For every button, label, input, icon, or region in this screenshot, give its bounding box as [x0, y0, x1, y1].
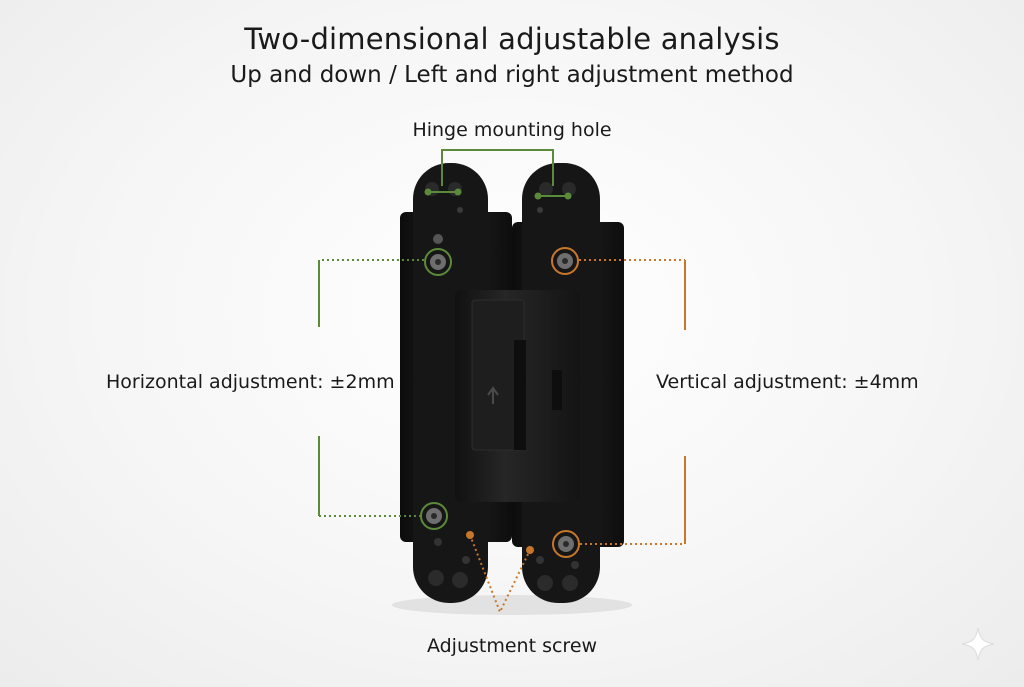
mounting-hole-label: Hinge mounting hole: [412, 119, 612, 141]
right-upper-screw: [557, 253, 573, 269]
left-lower-screw: [426, 508, 442, 524]
left-bottom-holes: [428, 538, 470, 588]
adjustment-screw-label: Adjustment screw: [426, 635, 598, 657]
page-title: Two-dimensional adjustable analysis: [244, 22, 780, 56]
up-arrow-icon: [487, 386, 499, 404]
pivot-slot-left: [514, 340, 526, 450]
sparkle-icon: [961, 627, 995, 661]
right-top-mounting-holes: [537, 182, 576, 213]
horizontal-adjustment-callout: [318, 248, 452, 530]
vertical-adjustment-label: Vertical adjustment: ±4mm: [656, 371, 919, 393]
mounting-hole-callout: [424, 149, 572, 200]
page-subtitle: Up and down / Left and right adjustment …: [230, 62, 794, 88]
left-upper-screw: [430, 234, 446, 270]
pivot-slot-right: [552, 370, 562, 410]
horizontal-adjustment-label: Horizontal adjustment: ±2mm: [106, 371, 395, 393]
right-lower-screw: [558, 536, 574, 552]
adjustment-screw-callout: [466, 531, 534, 615]
right-bottom-holes: [536, 556, 579, 591]
hinge-shadow: [392, 595, 632, 615]
vertical-adjustment-callout: [551, 247, 686, 558]
